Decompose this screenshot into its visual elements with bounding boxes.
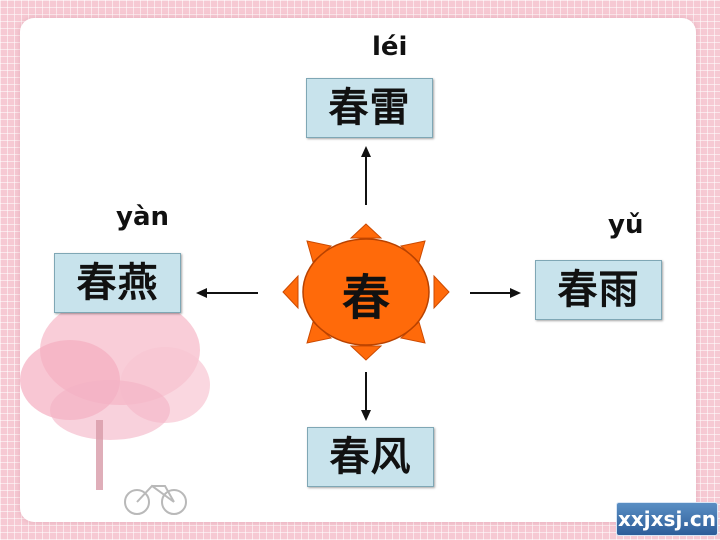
arrow-left bbox=[196, 288, 258, 298]
arrow-right bbox=[470, 288, 521, 298]
blossom-tree bbox=[20, 295, 210, 490]
arrow-down bbox=[361, 372, 371, 421]
word-box-left[interactable]: 春燕 bbox=[54, 253, 181, 313]
word-box-top[interactable]: 春雷 bbox=[306, 78, 433, 138]
pinyin-top: léi bbox=[372, 32, 408, 62]
sun-icon bbox=[282, 223, 450, 361]
center-character: 春 bbox=[341, 270, 390, 326]
word-box-bottom[interactable]: 春风 bbox=[307, 427, 434, 487]
bicycle-icon bbox=[124, 484, 187, 515]
arrow-up bbox=[361, 146, 371, 205]
pinyin-left: yàn bbox=[116, 202, 170, 232]
site-watermark: xxjxsj.cn bbox=[616, 502, 718, 536]
pinyin-right: yǔ bbox=[608, 210, 644, 240]
word-box-right[interactable]: 春雨 bbox=[535, 260, 662, 320]
